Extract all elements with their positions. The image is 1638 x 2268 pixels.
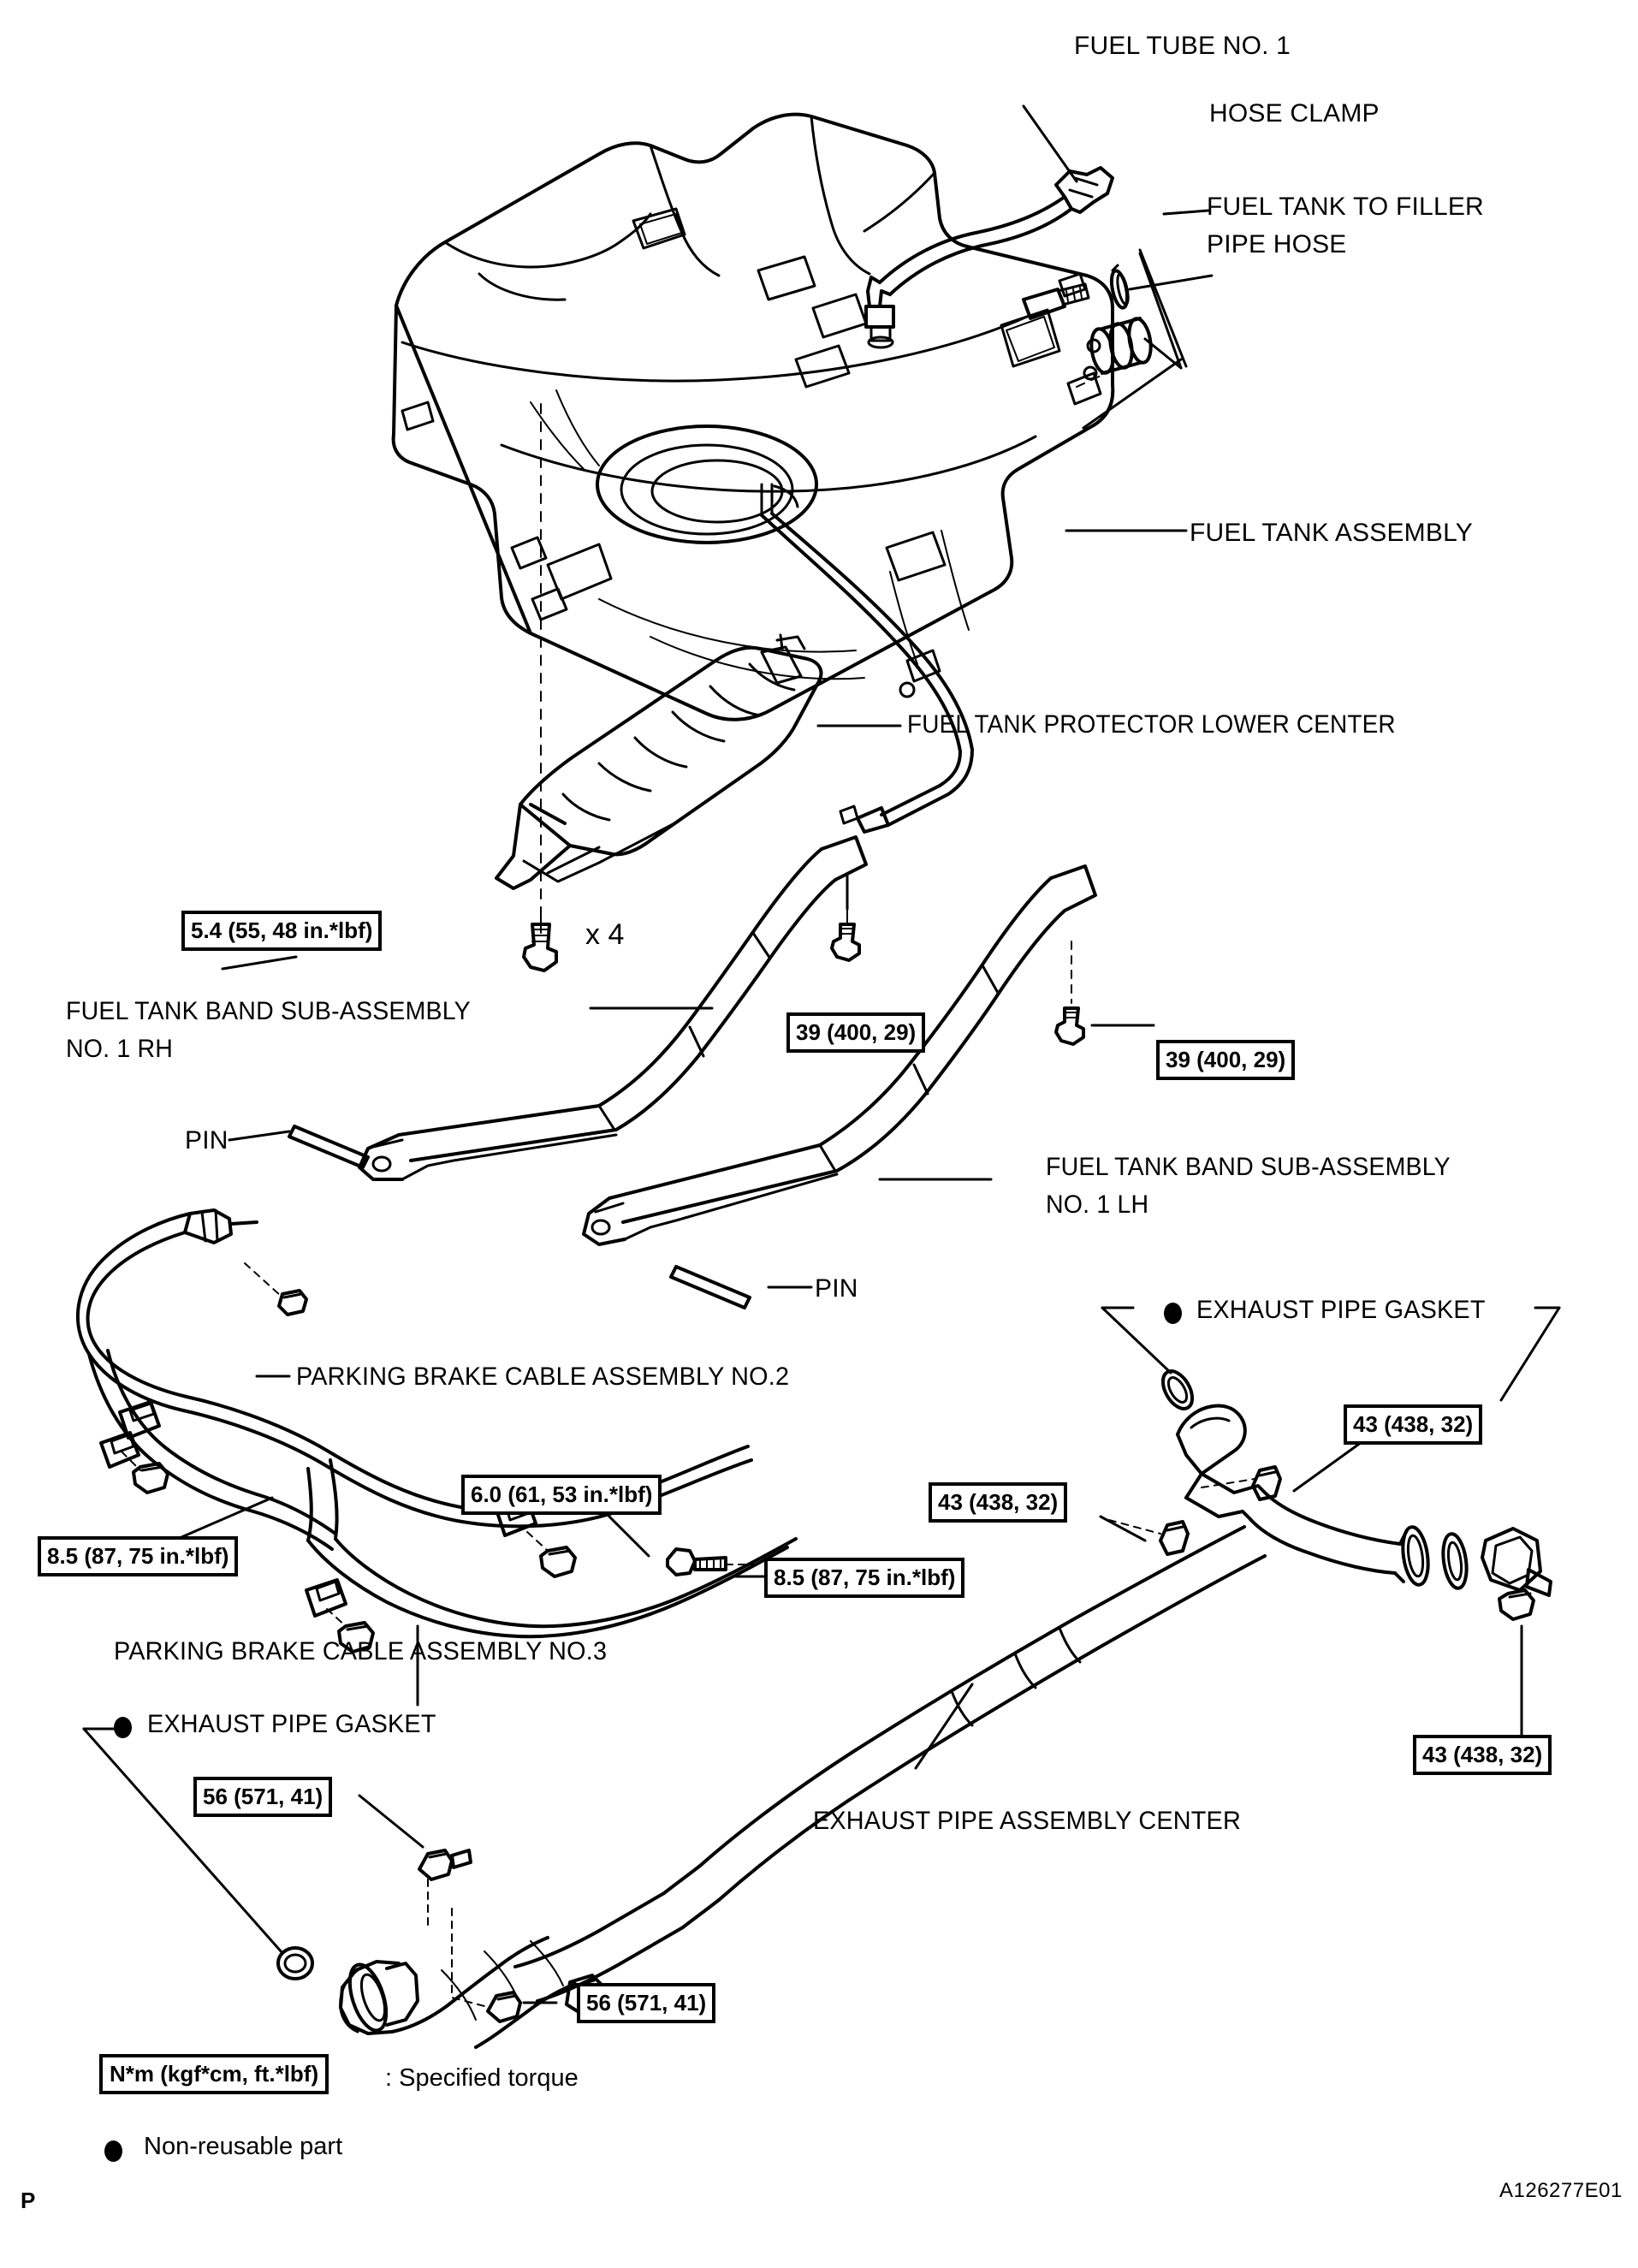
label-parking-brake-cable-no3: PARKING BRAKE CABLE ASSEMBLY NO.3 (114, 1637, 608, 1665)
fuel-tank-band-lh-drawing (582, 864, 1097, 1246)
label-fuel-tank-to-filler-pipe-hose-line2: PIPE HOSE (1207, 230, 1347, 258)
non-reusable-dot-upper-gasket (1164, 1303, 1182, 1324)
torque-box-cable-clamp-a: 8.5 (87, 75 in.*lbf) (38, 1536, 239, 1576)
legend-non-reusable-dot (104, 2140, 122, 2162)
label-pin-right: PIN (815, 1274, 858, 1303)
label-exhaust-pipe-gasket-upper: EXHAUST PIPE GASKET (1196, 1296, 1486, 1324)
band-bolt-rh-drawing (830, 908, 861, 962)
torque-box-exhaust-rear: 43 (438, 32) (1413, 1735, 1552, 1775)
label-fuel-tank-band-rh-line1: FUEL TANK BAND SUB-ASSEMBLY (66, 997, 471, 1025)
label-fuel-tank-band-lh-line2: NO. 1 LH (1046, 1190, 1149, 1219)
label-fuel-tank-band-rh-line2: NO. 1 RH (66, 1035, 174, 1063)
page-marker: P (21, 2188, 36, 2213)
torque-box-exhaust-front-left: 43 (438, 32) (929, 1482, 1068, 1523)
label-fuel-tank-protector-lower-center: FUEL TANK PROTECTOR LOWER CENTER (907, 710, 1396, 739)
label-exhaust-pipe-assembly-center: EXHAUST PIPE ASSEMBLY CENTER (813, 1807, 1241, 1835)
band-bolt-lh-drawing (1054, 941, 1085, 1046)
non-reusable-dot-lower-gasket (114, 1717, 132, 1738)
figure-id-code: A126277E01 (1499, 2179, 1623, 2202)
torque-box-cable-clamp-c: 8.5 (87, 75 in.*lbf) (764, 1558, 965, 1598)
label-fuel-tank-band-lh-line1: FUEL TANK BAND SUB-ASSEMBLY (1046, 1153, 1451, 1181)
legend-torque-suffix: : Specified torque (385, 2064, 579, 2092)
protector-bolt-drawing (522, 906, 558, 972)
label-fuel-tube-no1: FUEL TUBE NO. 1 (1074, 32, 1291, 60)
fuel-tank-band-rh-drawing (358, 835, 868, 1181)
torque-box-muffler-front: 56 (571, 41) (193, 1777, 333, 1817)
pin-right-drawing (669, 1265, 751, 1309)
torque-box-muffler-rear: 56 (571, 41) (577, 1983, 716, 2023)
torque-box-exhaust-front-right: 43 (438, 32) (1344, 1404, 1483, 1445)
label-hose-clamp: HOSE CLAMP (1209, 99, 1380, 128)
torque-box-band-lh: 39 (400, 29) (1156, 1040, 1296, 1080)
fuel-tank-assembly-drawing (391, 104, 1214, 834)
fuel-tank-protector-drawing (495, 633, 902, 890)
pin-left-drawing (288, 1125, 370, 1169)
label-exhaust-pipe-gasket-lower: EXHAUST PIPE GASKET (147, 1710, 436, 1738)
legend-torque-box: N*m (kgf*cm, ft.*lbf) (99, 2054, 329, 2094)
exhaust-pipe-assembly-drawing (276, 1369, 1552, 2049)
torque-box-cable-clamp-b: 6.0 (61, 53 in.*lbf) (461, 1475, 662, 1515)
parking-brake-cables-drawing (75, 1208, 798, 1654)
label-pin-left: PIN (185, 1126, 228, 1155)
torque-box-protector-bolt: 5.4 (55, 48 in.*lbf) (181, 911, 383, 951)
torque-box-band-rh: 39 (400, 29) (786, 1012, 926, 1053)
label-fuel-tank-assembly: FUEL TANK ASSEMBLY (1190, 519, 1473, 547)
label-bolt-quantity: x 4 (585, 918, 625, 951)
label-parking-brake-cable-no2: PARKING BRAKE CABLE ASSEMBLY NO.2 (296, 1363, 790, 1391)
legend-non-reusable-label: Non-reusable part (144, 2133, 343, 2160)
label-fuel-tank-to-filler-pipe-hose-line1: FUEL TANK TO FILLER (1207, 193, 1484, 221)
